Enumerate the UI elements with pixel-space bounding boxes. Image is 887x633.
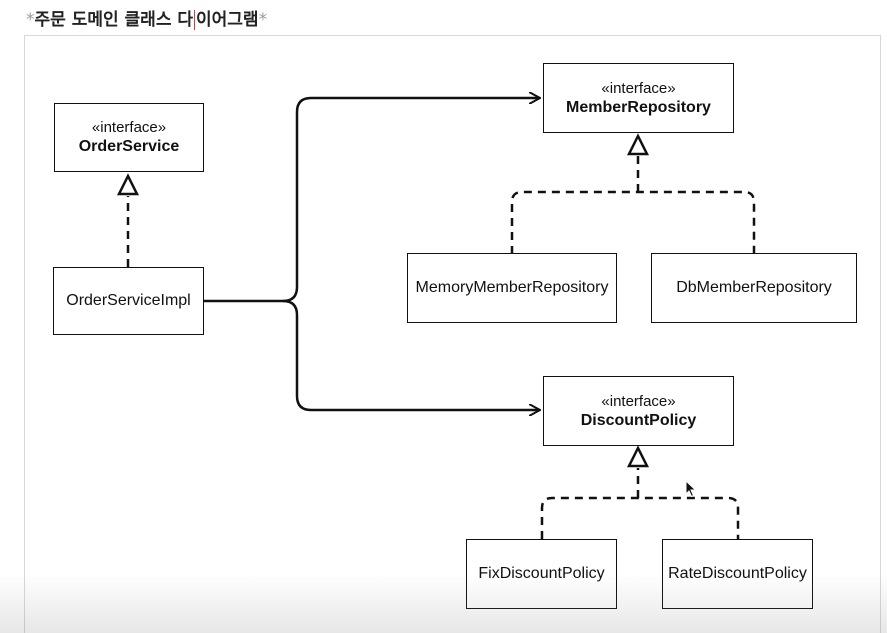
memberrepository-interface-box[interactable]: «interface» MemberRepository	[543, 63, 734, 133]
dbmemberrepository-label: DbMemberRepository	[676, 279, 832, 296]
association-line-discount-policy	[282, 299, 540, 410]
text-cursor	[194, 10, 196, 30]
dbmemberrepository-class-box[interactable]: DbMemberRepository	[651, 253, 857, 323]
orderserviceimpl-label: OrderServiceImpl	[66, 292, 191, 309]
memorymemberrepository-label: MemoryMemberRepository	[415, 279, 609, 296]
realization-line-discount-policy	[540, 496, 740, 539]
title-star-right: *	[258, 10, 268, 30]
fixdiscountpolicy-class-box[interactable]: FixDiscountPolicy	[466, 539, 617, 609]
orderservice-interface-box[interactable]: «interface» OrderService	[54, 103, 204, 172]
memberrepository-label: MemberRepository	[566, 98, 711, 116]
ratediscountpolicy-label: RateDiscountPolicy	[668, 565, 807, 582]
stereotype-label: «interface»	[91, 119, 167, 136]
title-star-left: *	[26, 10, 35, 30]
realization-line-member-repository	[510, 190, 756, 254]
realization-arrowhead-orderservice	[116, 173, 140, 196]
discountpolicy-interface-box[interactable]: «interface» DiscountPolicy	[543, 376, 734, 446]
diagram-connectors	[116, 36, 756, 539]
title-text-part1: 주문 도메인 클래스 다	[34, 10, 194, 30]
ratediscountpolicy-class-box[interactable]: RateDiscountPolicy	[662, 539, 813, 609]
stereotype-label: «interface»	[601, 392, 676, 410]
memorymemberrepository-class-box[interactable]: MemoryMemberRepository	[407, 253, 617, 323]
fixdiscountpolicy-label: FixDiscountPolicy	[478, 565, 605, 582]
realization-arrowhead-member-repository	[626, 133, 650, 156]
orderserviceimpl-class-box[interactable]: OrderServiceImpl	[53, 267, 204, 335]
discountpolicy-label: DiscountPolicy	[580, 411, 697, 429]
diagram-canvas: «interface» OrderService OrderServiceImp…	[24, 35, 881, 633]
stereotype-label: «interface»	[601, 79, 676, 97]
title-text-part2: 이어그램	[196, 10, 259, 30]
association-line-member-repository	[203, 98, 540, 303]
mouse-pointer-icon	[685, 480, 697, 498]
realization-arrowhead-discount-policy	[626, 445, 650, 468]
orderservice-label: OrderService	[78, 138, 180, 155]
